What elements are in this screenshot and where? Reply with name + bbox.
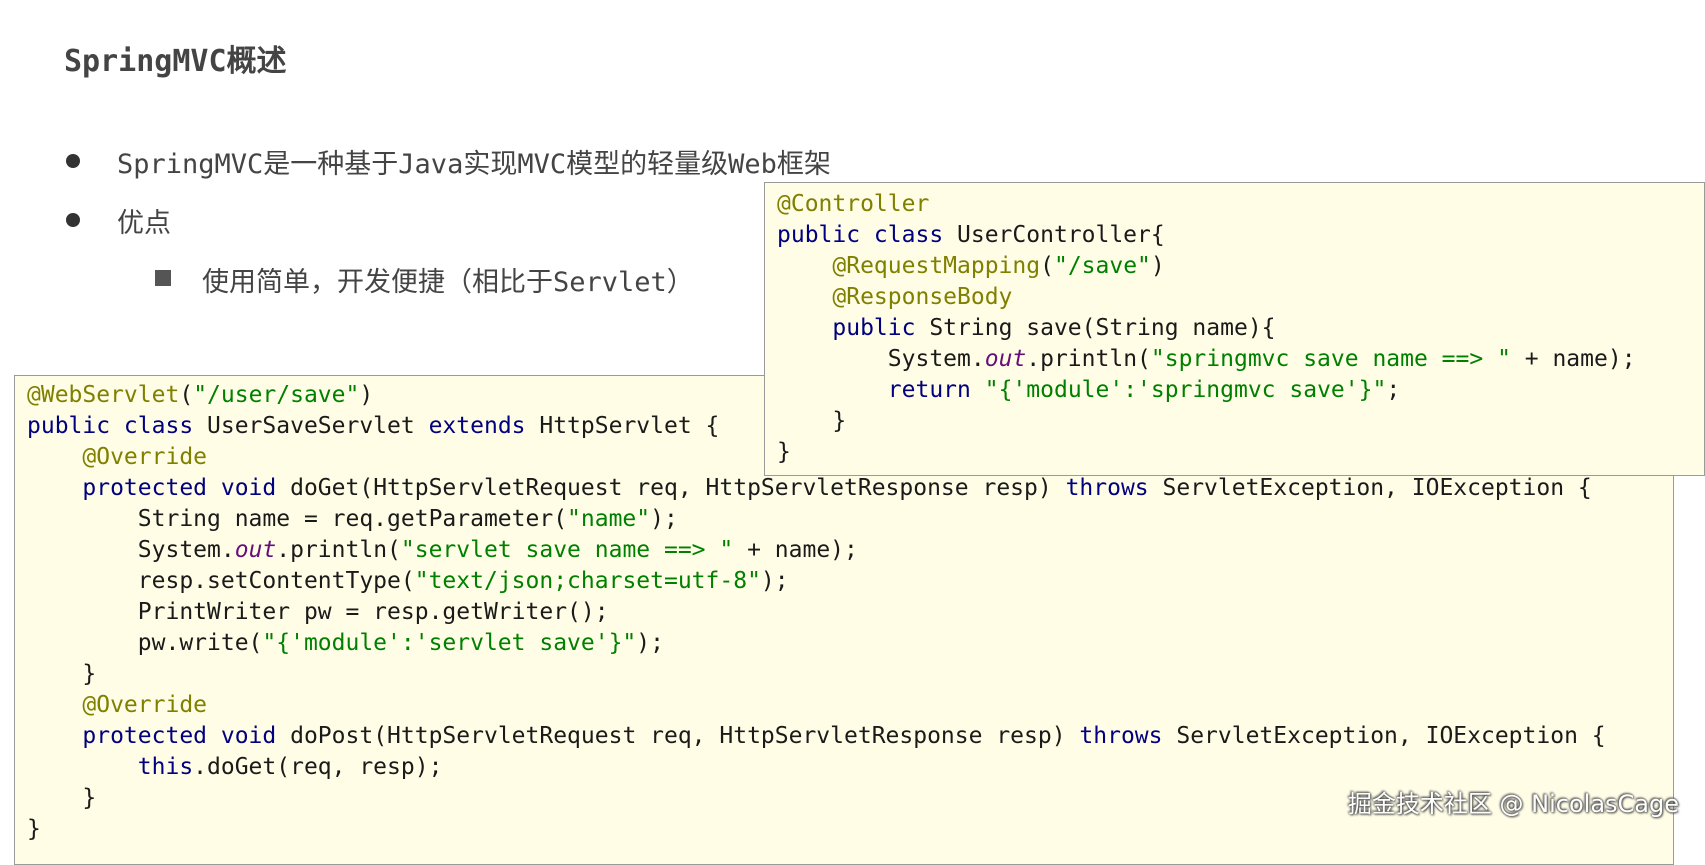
code-line: PrintWriter pw = resp.getWriter(); (137, 599, 609, 625)
code-line: } (832, 408, 847, 434)
code-line: System.out.println("springmvc save name … (887, 346, 1636, 372)
code-line: resp.setContentType("text/json;charset=u… (137, 568, 789, 594)
code-line: @WebServlet("/user/save") (27, 382, 374, 408)
sub-bullet-item: 使用简单，开发便捷（相比于Servlet） (202, 267, 694, 298)
bullet-item: SpringMVC是一种基于Java实现MVC模型的轻量级Web框架 (117, 149, 831, 180)
bullet-dot (66, 213, 80, 227)
code-line: @Controller (777, 191, 930, 217)
bullet-item: 优点 (117, 208, 171, 239)
code-line: public class UserSaveServlet extends Htt… (27, 413, 720, 439)
code-line: } (777, 439, 791, 465)
code-line: } (27, 816, 41, 842)
code-line: @Override (82, 692, 208, 718)
code-line: pw.write("{'module':'servlet save'}"); (137, 630, 664, 656)
code-line: @Override (82, 444, 208, 470)
code-line: @ResponseBody (832, 284, 1013, 310)
bullet-dot (66, 154, 80, 168)
code-line: public String save(String name){ (832, 315, 1276, 341)
code-line: } (82, 785, 97, 811)
code-line: } (82, 661, 97, 687)
controller-code-block: @Controller public class UserController{… (764, 182, 1705, 476)
code-line: @RequestMapping("/save") (832, 253, 1165, 279)
code-line: protected void doPost(HttpServletRequest… (82, 723, 1606, 749)
code-line: return "{'module':'springmvc save'}"; (887, 377, 1401, 403)
code-line: public class UserController{ (777, 222, 1165, 248)
sub-bullet-square (155, 270, 171, 286)
watermark: 掘金技术社区 @ NicolasCage (1347, 790, 1679, 818)
code-line: this.doGet(req, resp); (137, 754, 443, 780)
page-title: SpringMVC概述 (64, 44, 287, 79)
code-line: protected void doGet(HttpServletRequest … (82, 475, 1592, 501)
code-line: System.out.println("servlet save name ==… (137, 537, 858, 563)
code-line: String name = req.getParameter("name"); (137, 506, 678, 532)
